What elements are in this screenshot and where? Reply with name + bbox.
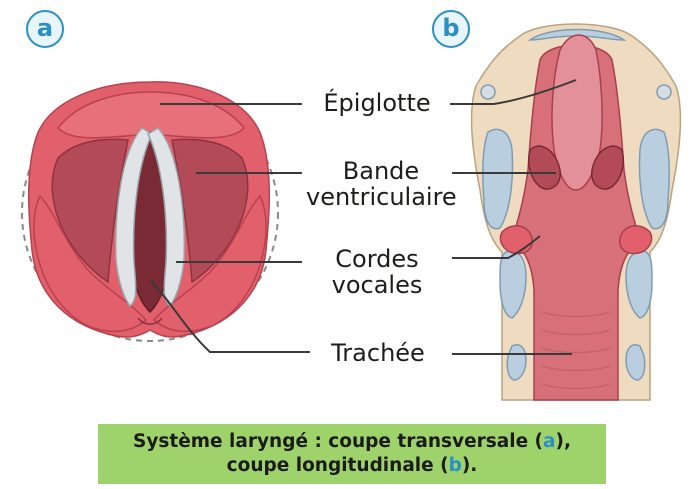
caption-line2-letter: b <box>449 455 462 476</box>
label-cordes-line2: vocales <box>306 272 448 298</box>
panel-a-badge: a <box>26 10 64 48</box>
label-cordes-vocales: Cordes vocales <box>306 246 448 298</box>
label-bande-line1: Bande <box>306 158 456 184</box>
caption-line-2: coupe longitudinale (b). <box>98 454 606 478</box>
caption-line1-end: ), <box>556 431 571 452</box>
label-epiglotte: Épiglotte <box>306 90 448 116</box>
caption-line1-letter: a <box>543 431 555 452</box>
label-bande-line2: ventriculaire <box>306 184 456 210</box>
caption-line2-end: ). <box>462 455 477 476</box>
panel-b-badge: b <box>432 10 470 48</box>
label-bande-ventriculaire: Bande ventriculaire <box>306 158 456 210</box>
caption-line2-text: coupe longitudinale ( <box>227 455 449 476</box>
caption-line1-text: Système laryngé : coupe transversale ( <box>133 431 543 452</box>
label-trachee: Trachée <box>310 340 446 366</box>
label-cordes-line1: Cordes <box>306 246 448 272</box>
caption-box: Système laryngé : coupe transversale (a)… <box>98 424 606 484</box>
caption-line-1: Système laryngé : coupe transversale (a)… <box>98 430 606 454</box>
